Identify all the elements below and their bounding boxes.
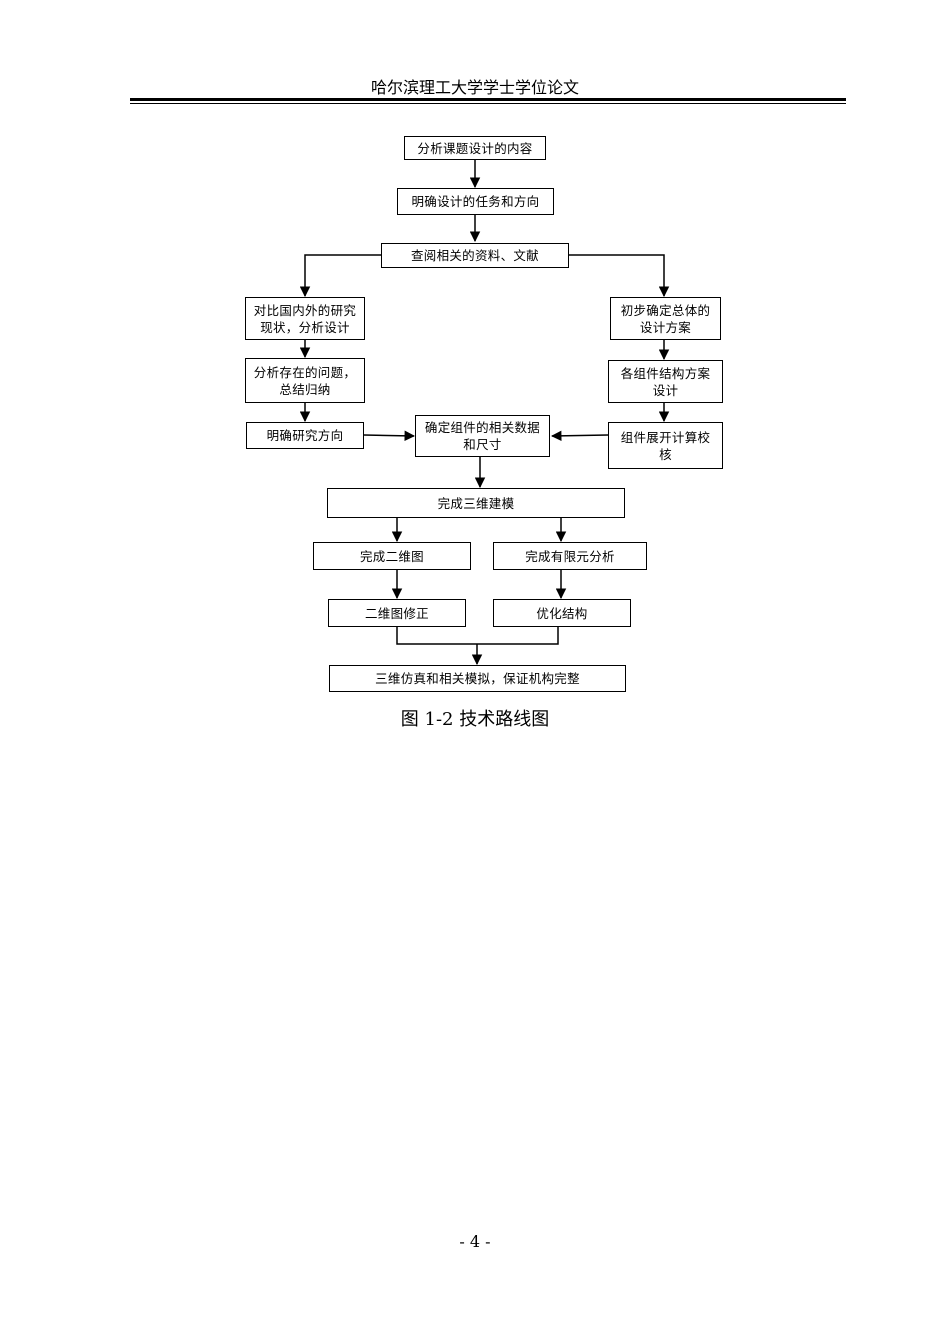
- header-rule-thick: [130, 98, 846, 101]
- node-fea: 完成有限元分析: [493, 542, 647, 570]
- arrow-literature-to-plan: [569, 254, 670, 298]
- node-clarify-direction: 明确研究方向: [246, 422, 364, 449]
- node-modeling-3d: 完成三维建模: [327, 488, 625, 518]
- header-rule-thin: [130, 103, 846, 104]
- node-component-design: 各组件结构方案设计: [608, 360, 723, 403]
- node-revise-2d: 二维图修正: [328, 599, 466, 627]
- arrow-literature-to-compare: [299, 254, 381, 298]
- node-drawing-2d: 完成二维图: [313, 542, 471, 570]
- node-component-check: 组件展开计算校核: [608, 422, 723, 469]
- node-analyze-content: 分析课题设计的内容: [404, 136, 546, 160]
- node-analyze-problems: 分析存在的问题，总结归纳: [245, 358, 365, 403]
- node-clarify-task: 明确设计的任务和方向: [397, 188, 554, 215]
- merge-line: [396, 627, 559, 645]
- header-title: 哈尔滨理工大学学士学位论文: [370, 78, 579, 97]
- figure-caption: 图 1-2 技术路线图: [400, 709, 550, 730]
- node-compare-research: 对比国内外的研究现状，分析设计: [245, 297, 365, 340]
- node-simulation: 三维仿真和相关模拟，保证机构完整: [329, 665, 626, 692]
- node-consult-literature: 查阅相关的资料、文献: [381, 243, 569, 268]
- flowchart-connectors: [299, 160, 670, 666]
- arrow-direction-to-dims: [363, 430, 416, 442]
- node-preliminary-plan: 初步确定总体的设计方案: [610, 297, 721, 340]
- arrow-check-to-dims: [550, 430, 609, 442]
- node-determine-dims: 确定组件的相关数据和尺寸: [415, 415, 550, 457]
- node-optimize: 优化结构: [493, 599, 631, 627]
- page-number: - 4 -: [459, 1232, 491, 1251]
